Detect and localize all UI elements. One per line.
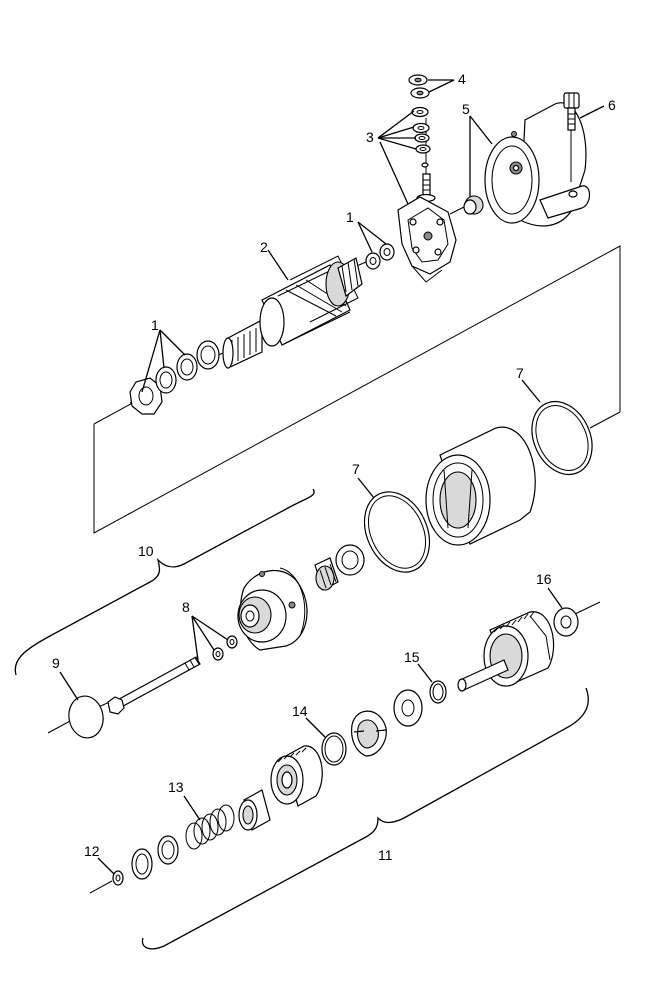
part-16-washer <box>553 607 579 637</box>
callout-13: 13 <box>168 779 184 795</box>
callout-7-left: 7 <box>352 461 360 477</box>
part-4-nuts <box>408 74 430 99</box>
brace-11 <box>141 687 589 950</box>
part-2-armature <box>222 255 363 369</box>
spring-washers <box>131 835 179 880</box>
flat-washer <box>393 689 423 727</box>
part-15-snap-ring <box>429 680 447 704</box>
group-frame <box>93 245 621 534</box>
part-7-o-ring-right <box>531 400 593 476</box>
part-7-o-ring-left <box>363 491 431 573</box>
long-bolt <box>107 656 201 715</box>
callout-12: 12 <box>84 843 100 859</box>
pinion-shaft-gear <box>457 611 555 692</box>
callout-6: 6 <box>608 97 616 113</box>
callout-5: 5 <box>462 101 470 117</box>
part-9-cap <box>68 695 104 739</box>
part-1-upper-washers <box>365 243 395 270</box>
leader-lines <box>59 79 605 875</box>
part-8-fasteners <box>212 635 238 661</box>
brace-10 <box>14 488 315 676</box>
part-14-ring <box>321 732 347 766</box>
callout-7-right: 7 <box>516 365 524 381</box>
sleeve <box>238 789 271 831</box>
callout-1-lower: 1 <box>151 317 159 333</box>
callout-1-upper: 1 <box>346 209 354 225</box>
callout-4: 4 <box>458 71 466 87</box>
split-collar <box>351 710 387 757</box>
callout-2: 2 <box>260 239 268 255</box>
part-6-bolt <box>563 92 580 182</box>
part-12-clip <box>112 870 124 886</box>
callout-labels: 1 1 1 2 3 4 5 6 7 7 8 9 10 11 12 13 14 1… <box>52 71 616 863</box>
callout-16: 16 <box>536 571 552 587</box>
part-3-washers <box>411 106 431 168</box>
part-5-end-frame <box>484 102 591 227</box>
field-frame <box>425 426 536 546</box>
callout-15: 15 <box>404 649 420 665</box>
callout-9: 9 <box>52 655 60 671</box>
callout-8: 8 <box>182 599 190 615</box>
callout-14: 14 <box>292 703 308 719</box>
part-3-terminal-stud <box>416 173 436 203</box>
needle-bearing <box>314 544 365 591</box>
part-13-spring <box>185 804 235 850</box>
drive-housing <box>237 567 308 651</box>
part-1-lower-washers <box>129 340 220 415</box>
callout-11: 11 <box>378 847 393 863</box>
part-5-bushing <box>463 195 484 215</box>
part-3-brush-plate <box>397 196 457 283</box>
callout-3: 3 <box>366 129 374 145</box>
callout-10: 10 <box>138 543 154 559</box>
clutch-pinion <box>270 745 323 807</box>
